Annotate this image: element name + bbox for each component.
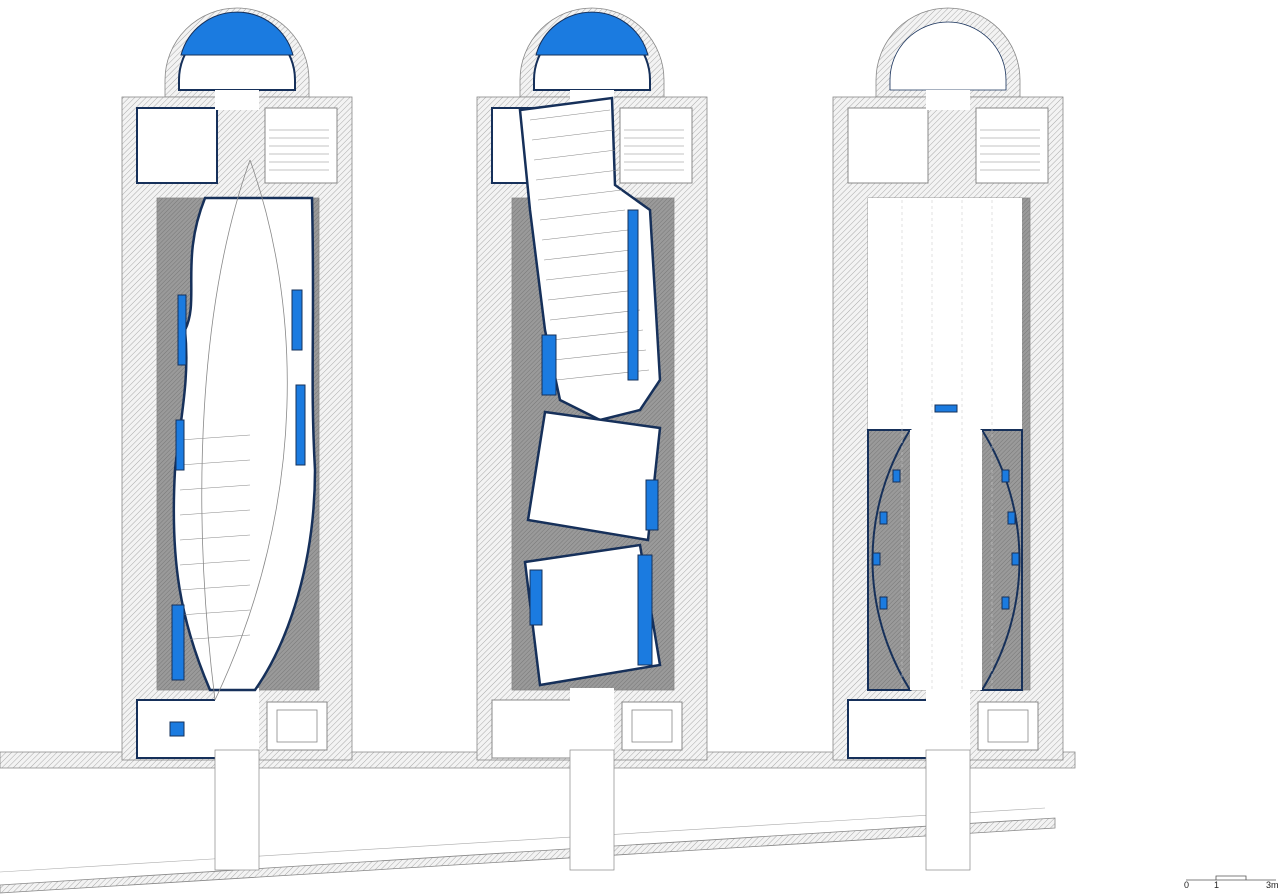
room-top-left — [136, 107, 218, 184]
glass-panel — [295, 384, 306, 466]
glass-panel — [645, 479, 659, 531]
deck-beam — [529, 109, 611, 121]
upper-hall — [868, 198, 1022, 433]
glass-panel — [175, 419, 185, 471]
glass-panel — [627, 209, 639, 381]
stair-room — [264, 107, 338, 184]
lift-room — [977, 701, 1039, 751]
rib — [179, 634, 251, 641]
hull-line — [214, 159, 288, 701]
deck-beam — [547, 289, 638, 301]
entrance — [925, 749, 971, 871]
glass-panel — [1001, 596, 1010, 610]
deck-beam — [543, 249, 632, 261]
glass-panel — [1011, 552, 1020, 566]
glass-panel — [637, 554, 653, 666]
passage — [215, 90, 259, 110]
rib — [179, 459, 251, 466]
deck-beam — [535, 169, 620, 181]
glass-panel — [879, 596, 888, 610]
entrance — [569, 749, 615, 871]
rib — [179, 609, 251, 616]
box-lower — [523, 543, 662, 687]
deck-beam — [541, 229, 629, 241]
scale-bar — [1186, 875, 1276, 881]
glass-panel — [177, 294, 187, 366]
glass-panel — [879, 511, 888, 525]
glass-panel — [934, 404, 958, 413]
stair-room — [619, 107, 693, 184]
room-bottom-left — [491, 699, 573, 759]
passage — [926, 90, 970, 110]
curved-wall-right — [980, 429, 1023, 691]
tower-plan-3 — [832, 7, 1064, 871]
tower-plan-1 — [121, 7, 353, 871]
ground-wall — [0, 751, 1076, 894]
rib — [179, 559, 251, 566]
box-middle — [526, 410, 662, 542]
rib — [179, 534, 251, 541]
glass-panel — [872, 552, 881, 566]
dome-glass — [180, 11, 294, 56]
lift-room — [621, 701, 683, 751]
room-bottom-left — [847, 699, 929, 759]
dome-glass — [535, 11, 649, 56]
lower-hall — [910, 430, 982, 690]
rib — [179, 484, 251, 491]
curved-wall-left — [867, 429, 912, 691]
lift-cab — [987, 709, 1029, 743]
glass-panel — [892, 469, 901, 483]
tower-plan-2 — [476, 7, 708, 871]
deck-beam — [545, 269, 635, 281]
deck-beam — [549, 309, 641, 321]
glass-panel — [169, 721, 185, 737]
rib — [179, 509, 251, 516]
lift-cab — [631, 709, 673, 743]
glass-panel — [529, 569, 543, 626]
scale-label-3m: 3m — [1266, 880, 1279, 890]
scale-label-1: 1 — [1214, 880, 1220, 890]
glass-panel — [541, 334, 557, 396]
stair-room — [975, 107, 1049, 184]
entrance — [214, 749, 260, 871]
glass-panel — [291, 289, 303, 351]
keel-line — [201, 159, 251, 701]
dome-room — [889, 21, 1007, 91]
rib — [179, 584, 251, 591]
deck-beam — [537, 189, 623, 201]
lift-room — [266, 701, 328, 751]
deck-beam — [539, 209, 626, 221]
deck-beam — [531, 129, 614, 141]
glass-panel — [171, 604, 185, 681]
glass-panel — [1001, 469, 1010, 483]
rib — [179, 434, 251, 441]
scale-label-0: 0 — [1184, 880, 1190, 890]
deck-beam — [533, 149, 617, 161]
glass-panel — [1007, 511, 1016, 525]
room-top-left — [847, 107, 929, 184]
lift-cab — [276, 709, 318, 743]
